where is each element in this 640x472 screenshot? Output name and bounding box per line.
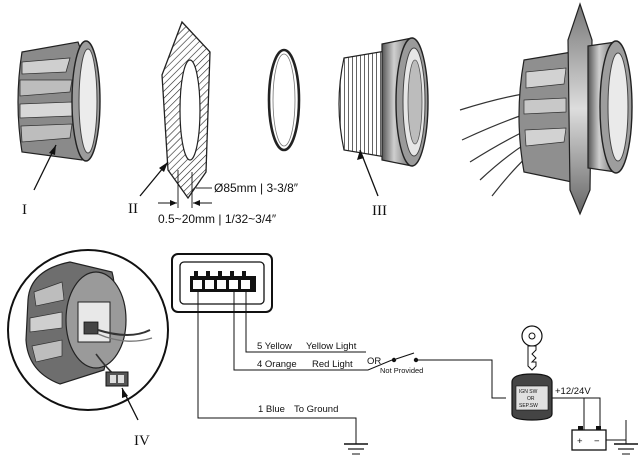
part-ii-label: II — [128, 201, 138, 217]
part-i-callout: I — [22, 144, 57, 218]
ground-symbol-left — [344, 443, 368, 455]
wire-5-yellow: 5 Yellow Yellow Light — [245, 292, 366, 353]
thickness-dimension: 0.5~20mm | 1/32~3/4″ — [158, 200, 277, 226]
part-iv-callout: IV — [121, 387, 150, 449]
diameter-dimension: Ø85mm | 3-3/8″ — [196, 181, 299, 195]
supply-voltage-label: +12/24V — [555, 386, 591, 397]
thickness-dimension-label: 0.5~20mm | 1/32~3/4″ — [158, 212, 277, 226]
panel-gasket — [161, 20, 211, 208]
connector-pin-3 — [217, 280, 226, 289]
connector-pin-4 — [229, 280, 238, 289]
wire-4-orange: 4 Orange Red Light — [233, 292, 393, 371]
battery-minus-label: − — [594, 436, 600, 447]
o-ring — [267, 48, 301, 152]
light-switch: OR Not Provided — [367, 352, 506, 399]
wire-1-blue: 1 Blue To Ground — [197, 292, 357, 444]
wire-4-color-label: 4 Orange — [257, 359, 297, 370]
connector-pin-2 — [205, 280, 214, 289]
part-iii-callout: III — [357, 149, 387, 219]
ign-switch-line-1: IGN SW — [519, 389, 538, 395]
connector-detail — [7, 249, 169, 411]
ign-switch-line-2: OR — [527, 396, 535, 402]
ground-symbol-right — [614, 443, 638, 455]
connector-pin-5 — [241, 280, 250, 289]
bezel-ring — [17, 40, 101, 162]
battery: + − — [571, 398, 627, 451]
ign-switch-line-3: SEP.SW — [519, 403, 538, 409]
assembled-gauge — [459, 2, 633, 216]
part-ii-callout: II — [128, 161, 169, 217]
wire-4-function-label: Red Light — [312, 359, 353, 370]
not-provided-label: Not Provided — [380, 366, 423, 375]
wire-5-color-label: 5 Yellow — [257, 341, 292, 352]
wire-1-function-label: To Ground — [294, 404, 338, 415]
or-label: OR — [367, 356, 381, 367]
part-iii-label: III — [372, 203, 387, 219]
connector-block — [171, 253, 273, 313]
part-i-label: I — [22, 202, 27, 218]
part-iv-label: IV — [134, 433, 150, 449]
battery-plus-label: + — [577, 436, 583, 447]
wire-5-function-label: Yellow Light — [306, 341, 357, 352]
threaded-nut — [338, 37, 429, 167]
wire-1-color-label: 1 Blue — [258, 404, 285, 415]
diameter-dimension-label: Ø85mm | 3-3/8″ — [214, 181, 299, 195]
ignition-switch: IGN SW OR SEP.SW +12/24V — [511, 325, 601, 426]
connector-pin-1 — [193, 280, 202, 289]
